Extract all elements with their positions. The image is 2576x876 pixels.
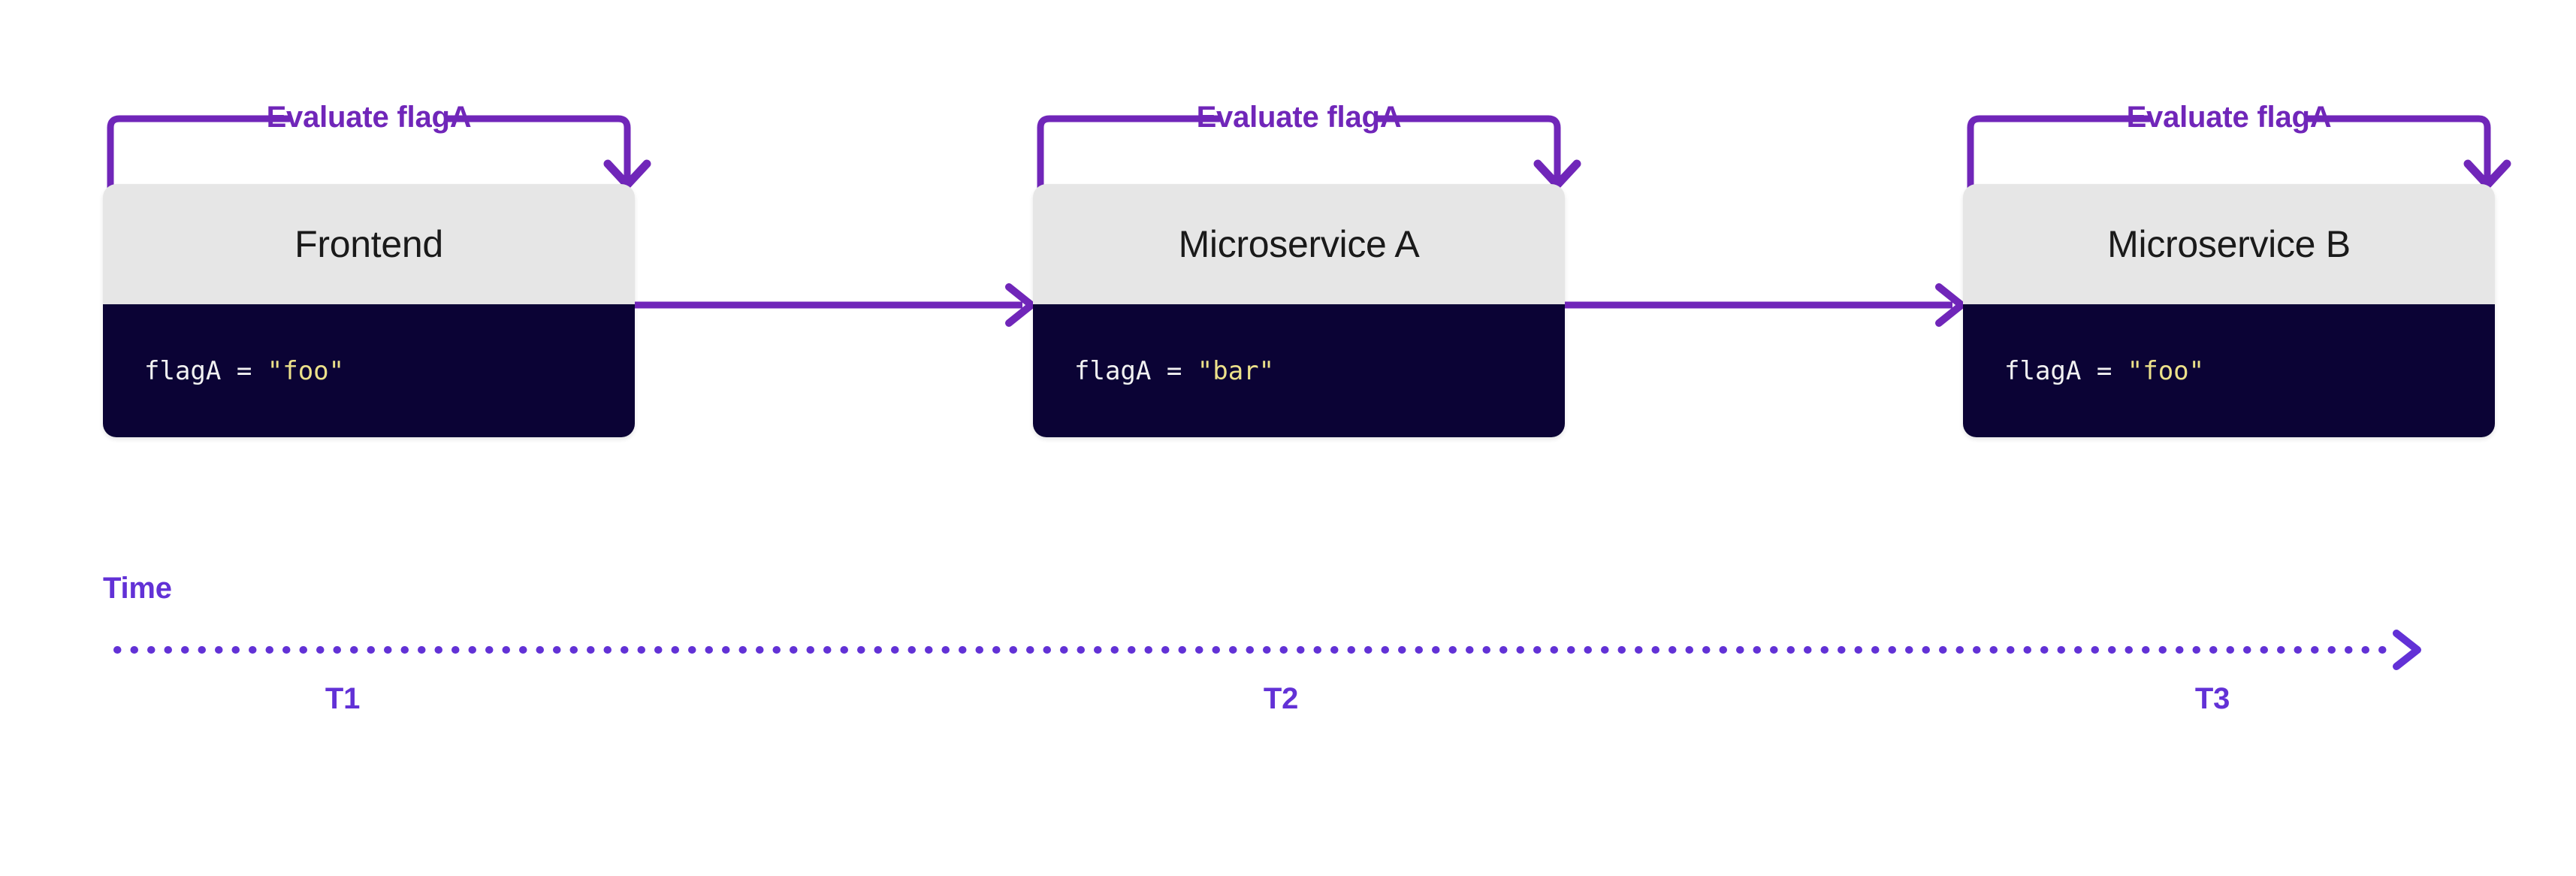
node-code-microservice-a: flagA = "bar" bbox=[1033, 304, 1565, 437]
node-title: Microservice B bbox=[2107, 223, 2351, 265]
code-value: "foo" bbox=[267, 355, 345, 386]
node-title: Microservice A bbox=[1178, 223, 1420, 265]
timeline-tick-t3: T3 bbox=[2194, 682, 2230, 715]
evaluate-bracket-microservice-a: Evaluate flagA bbox=[1033, 101, 1581, 203]
node-microservice-b[interactable]: Microservice B flagA = "foo" bbox=[1963, 184, 2495, 437]
node-code-microservice-b: flagA = "foo" bbox=[1963, 304, 2495, 437]
connector-frontend-to-microservice-a bbox=[635, 283, 1055, 327]
code-value: "bar" bbox=[1197, 355, 1275, 386]
connector-microservice-a-to-microservice-b bbox=[1565, 283, 1986, 327]
node-title: Frontend bbox=[294, 223, 443, 265]
node-code-frontend: flagA = "foo" bbox=[103, 304, 635, 437]
timeline-tick-t1: T1 bbox=[325, 682, 361, 715]
timeline-title: Time bbox=[103, 572, 172, 605]
evaluate-bracket-label: Evaluate flagA bbox=[1196, 101, 1402, 134]
code-line: flagA = "bar" bbox=[1033, 358, 1274, 384]
timeline-tick-t2: T2 bbox=[1263, 682, 1299, 715]
evaluate-bracket-label: Evaluate flagA bbox=[266, 101, 472, 134]
node-header-frontend: Frontend bbox=[103, 184, 635, 304]
code-prefix: flagA = bbox=[1074, 355, 1197, 386]
timeline-axis bbox=[113, 630, 2449, 670]
code-prefix: flagA = bbox=[144, 355, 267, 386]
node-microservice-a[interactable]: Microservice A flagA = "bar" bbox=[1033, 184, 1565, 437]
code-line: flagA = "foo" bbox=[1963, 358, 2204, 384]
evaluate-bracket-frontend: Evaluate flagA bbox=[103, 101, 651, 203]
code-value: "foo" bbox=[2127, 355, 2205, 386]
code-line: flagA = "foo" bbox=[103, 358, 344, 384]
node-header-microservice-a: Microservice A bbox=[1033, 184, 1565, 304]
code-prefix: flagA = bbox=[2004, 355, 2128, 386]
node-header-microservice-b: Microservice B bbox=[1963, 184, 2495, 304]
evaluate-bracket-label: Evaluate flagA bbox=[2126, 101, 2332, 134]
node-frontend[interactable]: Frontend flagA = "foo" bbox=[103, 184, 635, 437]
